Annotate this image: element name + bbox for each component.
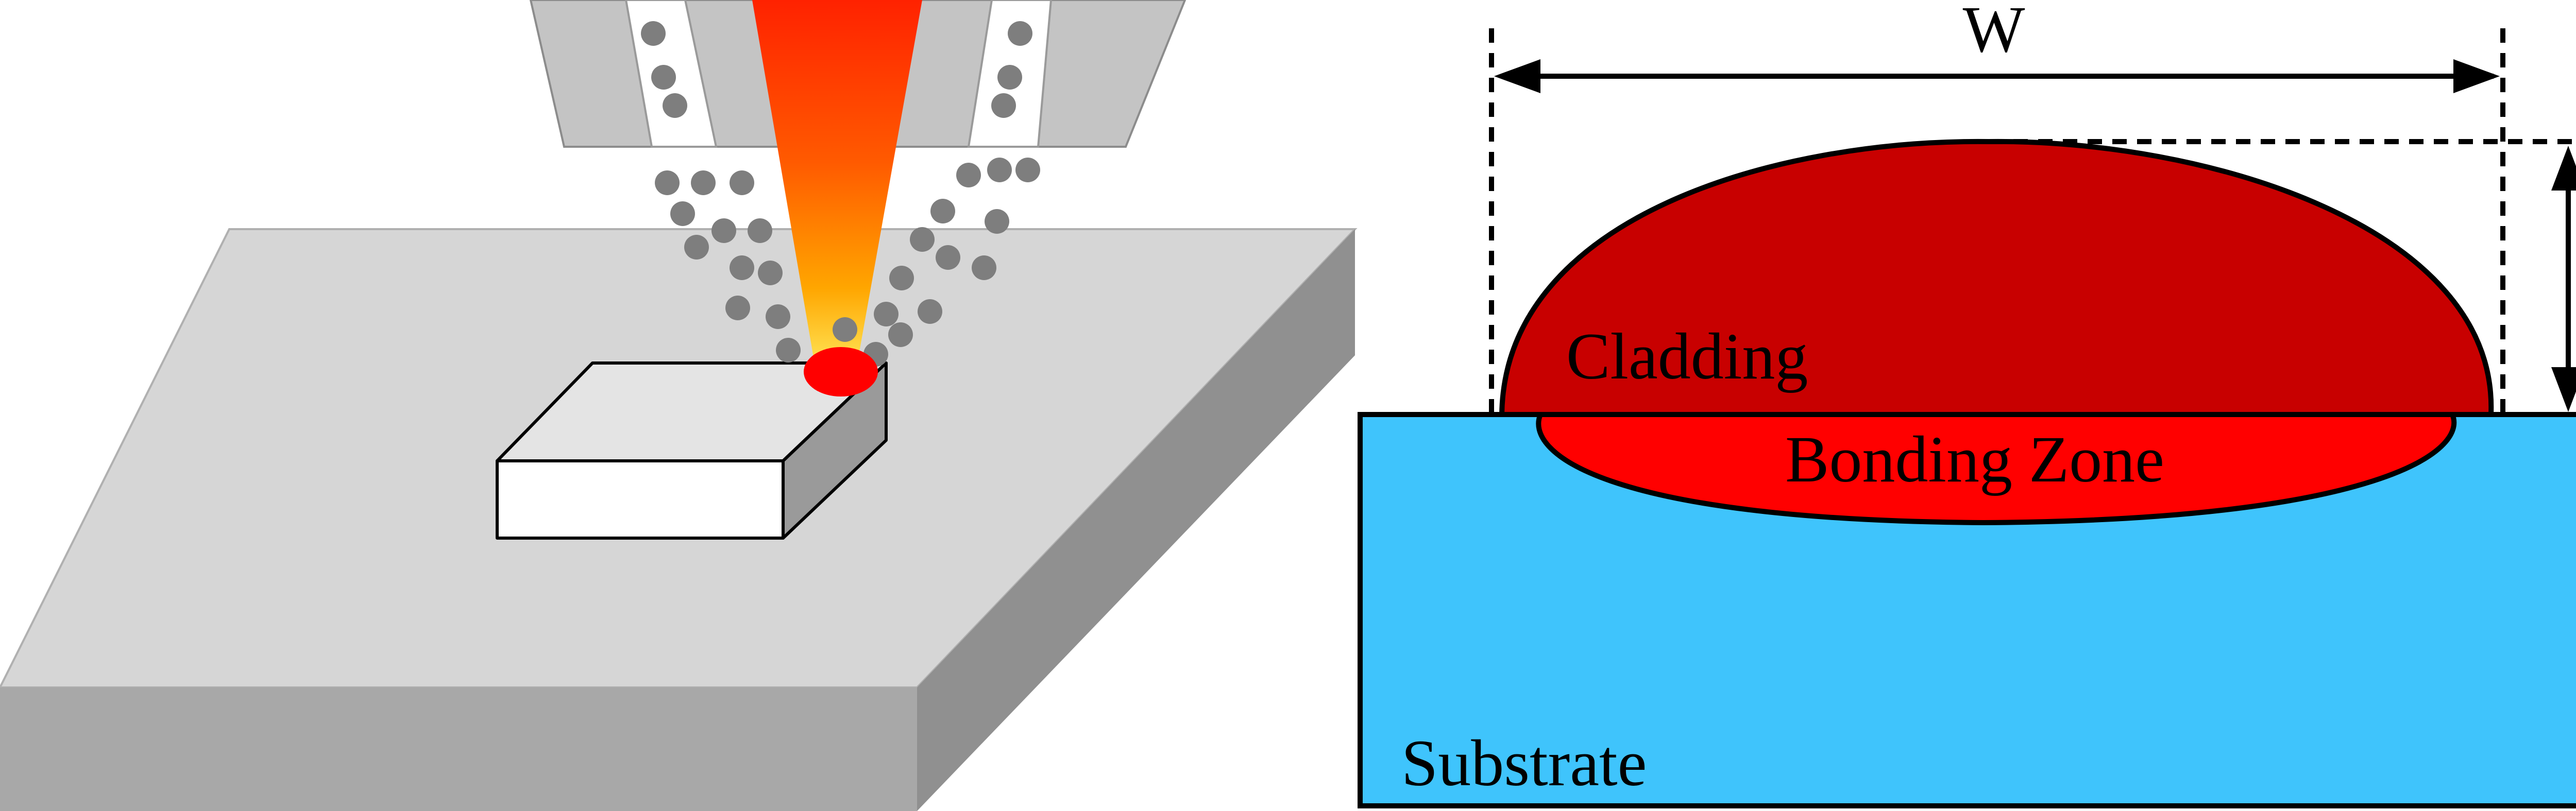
powder-particle-icon (748, 218, 772, 243)
deposited-block (496, 361, 888, 540)
powder-particle-icon (833, 317, 857, 342)
powder-particle-icon (766, 304, 790, 329)
powder-particle-icon (991, 93, 1016, 118)
powder-particle-icon (725, 296, 750, 320)
powder-particle-icon (684, 235, 709, 260)
powder-particle-icon (936, 245, 960, 270)
width-label: W (1963, 0, 2025, 66)
block-front-face (496, 459, 785, 540)
substrate-label: Substrate (1401, 727, 1647, 800)
powder-particle-icon (918, 299, 942, 324)
cross-section: W H Cladding Bonding Zone Substrate (1358, 0, 2576, 808)
bonding-zone-label: Bonding Zone (1785, 423, 2164, 496)
powder-particle-icon (670, 201, 695, 226)
process-illustration (0, 0, 1358, 811)
powder-particle-icon (930, 199, 955, 223)
laser-beam-icon (752, 0, 922, 360)
powder-particle-icon (985, 209, 1009, 234)
powder-particle-icon (641, 21, 666, 46)
powder-particle-icon (1015, 158, 1040, 182)
bonding-zone (1536, 412, 2457, 525)
powder-particle-icon (972, 255, 996, 280)
powder-particle-icon (910, 227, 935, 252)
powder-particle-icon (997, 65, 1022, 90)
block-side-face (782, 361, 888, 540)
powder-particle-icon (691, 170, 716, 195)
powder-particle-icon (874, 302, 899, 326)
height-arrow-head-bottom (2551, 367, 2576, 412)
powder-particle-icon (651, 65, 676, 90)
width-arrow-head-right (2453, 59, 2500, 93)
powder-particle-icon (776, 338, 801, 363)
powder-particle-icon (711, 218, 736, 243)
plate-front-face (0, 687, 917, 811)
powder-particle-icon (1008, 21, 1032, 46)
powder-particle-icon (888, 322, 913, 347)
powder-particle-icon (956, 163, 981, 187)
powder-particle-icon (655, 170, 680, 195)
powder-particle-icon (663, 93, 687, 118)
powder-particle-icon (889, 266, 914, 290)
powder-particle-icon (758, 261, 783, 285)
plate-side-face (917, 229, 1355, 811)
powder-stream (641, 21, 1040, 367)
dimension-extension-lines (1489, 28, 2576, 415)
powder-particle-icon (987, 158, 1012, 182)
powder-particle-icon (730, 255, 754, 280)
height-arrow-head-top (2551, 146, 2576, 191)
cladding-label: Cladding (1566, 320, 1808, 393)
melt-pool-icon (804, 347, 878, 396)
powder-particle-icon (730, 170, 754, 195)
width-arrow-head-left (1494, 59, 1540, 93)
